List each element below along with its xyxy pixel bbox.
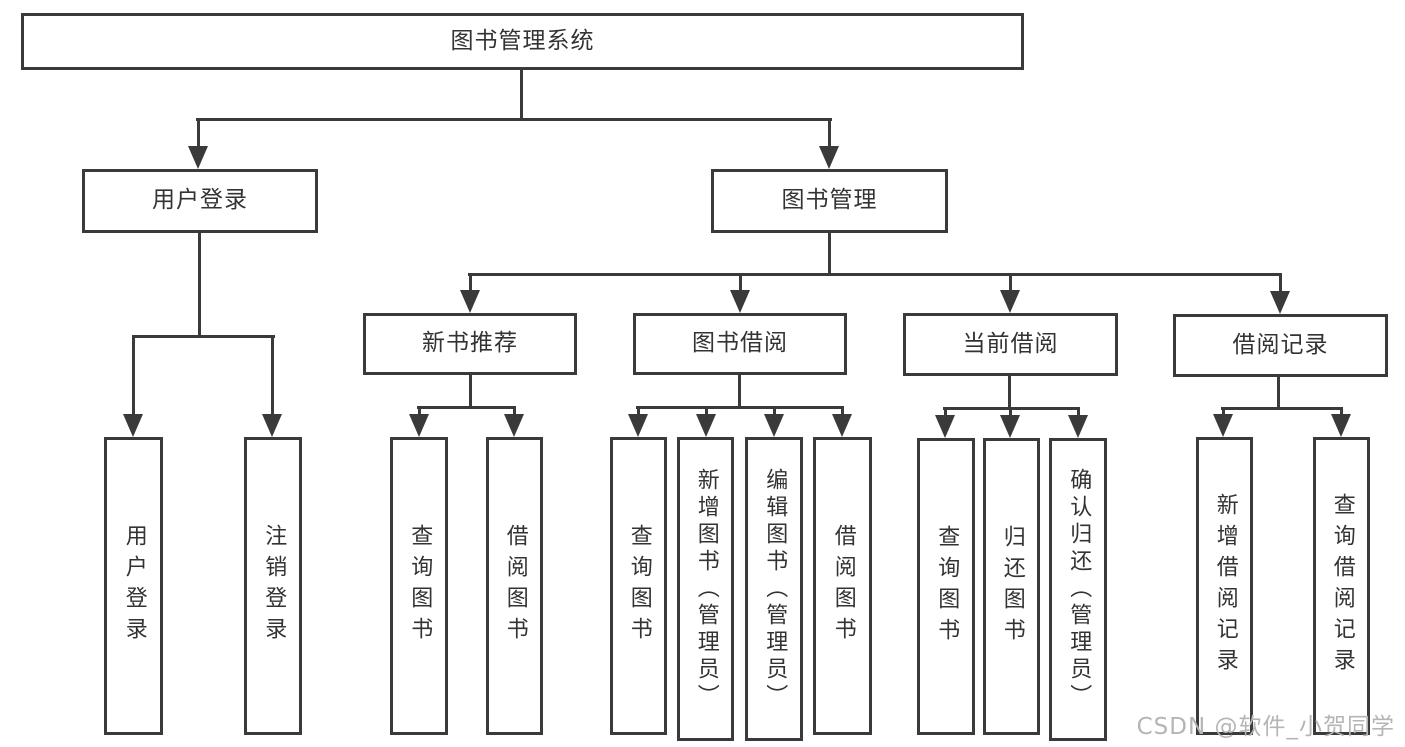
connector-line [828,233,831,276]
connector-line [197,118,200,151]
node-label: 图书管理系统 [450,27,595,54]
connector-arrowhead [730,290,750,313]
node-label: 借阅图书 [502,524,528,648]
node-label: 查询借阅记录 [1329,493,1355,679]
connector-arrowhead [1000,415,1020,438]
connector-line [132,335,275,338]
connector-line [1009,273,1012,295]
leaf-add-borrow-record: 新增借阅记录 [1196,437,1253,735]
connector-line [841,406,844,419]
leaf-query-books-borrowing: 查询图书 [610,437,667,735]
node-label: 查询图书 [626,524,652,648]
connector-line [271,335,274,419]
connector-arrowhead [1213,414,1233,437]
connector-arrowhead [819,146,839,169]
node-label: 归还图书 [999,524,1025,649]
node-label: 图书管理 [781,187,878,214]
leaf-user-login: 用户登录 [104,437,163,735]
leaf-borrow-books-recommendation: 借阅图书 [486,437,543,735]
leaf-edit-books-admin: 编辑图书（管理员） [745,437,803,741]
connector-line [1009,407,1012,420]
connector-line [417,406,516,409]
connector-arrowhead [460,290,480,313]
node-label: 编辑图书（管理员） [762,467,788,711]
connector-arrowhead [935,415,955,438]
connector-arrowhead [1000,290,1020,313]
connector-line [828,118,831,151]
connector-line [944,407,947,420]
connector-line [196,118,832,121]
node-label: 借阅图书 [830,524,856,648]
leaf-query-books-recommendation: 查询图书 [390,437,448,735]
node-book-borrowing: 图书借阅 [633,313,847,375]
leaf-borrow-books-borrowing: 借阅图书 [813,437,872,735]
node-label: 借阅记录 [1232,331,1329,358]
leaf-query-borrow-record: 查询借阅记录 [1313,437,1370,735]
connector-line [469,375,472,409]
connector-arrowhead [123,414,143,437]
connector-line [513,406,516,419]
node-label: 查询图书 [407,524,433,648]
node-label: 查询图书 [934,524,960,649]
connector-line [739,273,742,295]
leaf-confirm-return-admin: 确认归还（管理员） [1049,438,1107,741]
connector-line [1222,407,1225,419]
connector-line [1279,273,1282,296]
connector-arrowhead [188,146,208,169]
node-new-book-recommendation: 新书推荐 [363,313,577,375]
leaf-return-books: 归还图书 [983,438,1040,735]
connector-arrowhead [1331,414,1351,437]
connector-line [469,273,472,295]
connector-line [1221,407,1343,410]
node-borrowing-records: 借阅记录 [1173,314,1388,377]
connector-line [1008,376,1011,410]
connector-arrowhead [409,414,429,437]
connector-line [637,406,640,419]
node-book-management-system: 图书管理系统 [21,13,1024,70]
connector-line [132,335,135,419]
connector-line [1277,377,1280,410]
connector-arrowhead [696,414,716,437]
watermark-text: CSDN @软件_小贺同学 [1136,714,1395,740]
connector-arrowhead [832,414,852,437]
connector-line [705,406,708,419]
connector-arrowhead [764,414,784,437]
node-book-management: 图书管理 [711,169,948,233]
connector-arrowhead [1270,291,1290,314]
connector-arrowhead [262,414,282,437]
connector-arrowhead [628,414,648,437]
connector-arrowhead [504,414,524,437]
node-label: 新增图书（管理员） [693,467,719,711]
node-label: 当前借阅 [962,330,1059,357]
node-label: 注销登录 [261,524,287,648]
connector-line [1340,407,1343,419]
node-label: 确认归还（管理员） [1066,468,1092,711]
connector-line [738,375,741,409]
node-label: 新书推荐 [422,330,518,357]
leaf-add-books-admin: 新增图书（管理员） [677,437,734,741]
connector-line [773,406,776,419]
node-current-borrowing: 当前借阅 [903,313,1118,376]
connector-line [468,273,1282,276]
node-label: 用户登录 [121,524,147,648]
connector-line [418,406,421,419]
leaf-logout: 注销登录 [244,437,302,735]
connector-line [636,406,844,409]
node-label: 新增借阅记录 [1212,493,1238,679]
leaf-query-books-current: 查询图书 [917,438,975,735]
node-user-login: 用户登录 [82,169,318,233]
connector-line [198,233,201,338]
connector-arrowhead [1068,415,1088,438]
connector-line [1077,407,1080,420]
node-label: 用户登录 [152,187,248,214]
node-label: 图书借阅 [692,330,788,357]
connector-line [520,69,523,121]
